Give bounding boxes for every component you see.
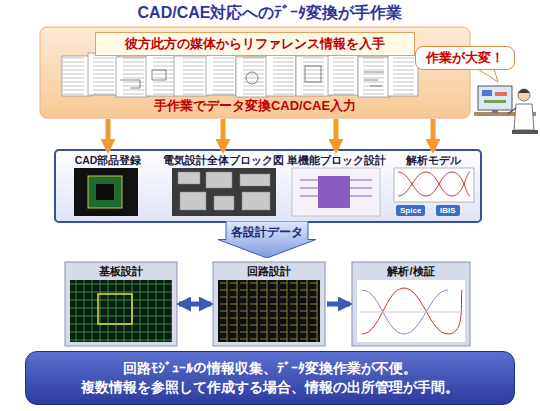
node-text: 解析/検証 bbox=[387, 264, 434, 279]
callout-bubble: 作業が大変！ bbox=[415, 46, 515, 70]
title-bar: CAD/CAE対応へのﾃﾞｰﾀ変換が手作業 bbox=[0, 3, 540, 24]
header-box: 彼方此方の媒体からリファレンス情報を入手 bbox=[95, 32, 415, 56]
node-text: 基板設計 bbox=[99, 264, 143, 279]
node-text: 彼方此方の媒体からリファレンス情報を入手 bbox=[125, 35, 385, 53]
node-text: CAD部品登録 bbox=[75, 153, 142, 167]
node-text: 電気設計全体ブロック図 bbox=[163, 153, 284, 167]
part-box: 単機能ブロック設計 bbox=[282, 152, 391, 218]
model-label: Spice bbox=[396, 205, 425, 216]
flow-arrow: 各設計データ bbox=[218, 221, 316, 258]
connector-arrow bbox=[106, 119, 111, 151]
model-label: IBIS bbox=[436, 205, 460, 216]
connector-arrow bbox=[431, 119, 436, 151]
node-text: 解析モデル bbox=[406, 153, 461, 167]
part-box: 電気設計全体ブロック図 bbox=[158, 152, 289, 218]
node-text: 作業が大変！ bbox=[426, 49, 504, 67]
part-box: CAD部品登録 bbox=[59, 152, 157, 218]
connector-arrow bbox=[334, 119, 339, 151]
node-text: 回路設計 bbox=[247, 264, 291, 279]
connector-arrow bbox=[221, 119, 226, 151]
summary-box: 回路ﾓｼﾞｭｰﾙの情報収集、ﾃﾞｰﾀ変換作業が不便。 複数情報を参照して作成する… bbox=[25, 351, 515, 405]
design-panel: 解析/検証 bbox=[352, 262, 470, 346]
source-band: 手作業でデータ変換CAD/CAE入力 彼方此方の媒体からリファレンス情報を入手 bbox=[40, 27, 470, 118]
node-text: 各設計データ bbox=[231, 224, 303, 240]
node-text: 手作業でデータ変換CAD/CAE入力 bbox=[154, 97, 356, 115]
connector-arrow bbox=[179, 302, 211, 307]
design-panel: 回路設計 bbox=[213, 262, 325, 346]
title-text: CAD/CAE対応へのﾃﾞｰﾀ変換が手作業 bbox=[138, 4, 403, 21]
connector-arrow bbox=[327, 302, 350, 307]
summary-text: 回路ﾓｼﾞｭｰﾙの情報収集、ﾃﾞｰﾀ変換作業が不便。 複数情報を参照して作成する… bbox=[32, 359, 508, 397]
design-panel: 基板設計 bbox=[65, 262, 177, 346]
node-text: 単機能ブロック設計 bbox=[287, 153, 386, 167]
